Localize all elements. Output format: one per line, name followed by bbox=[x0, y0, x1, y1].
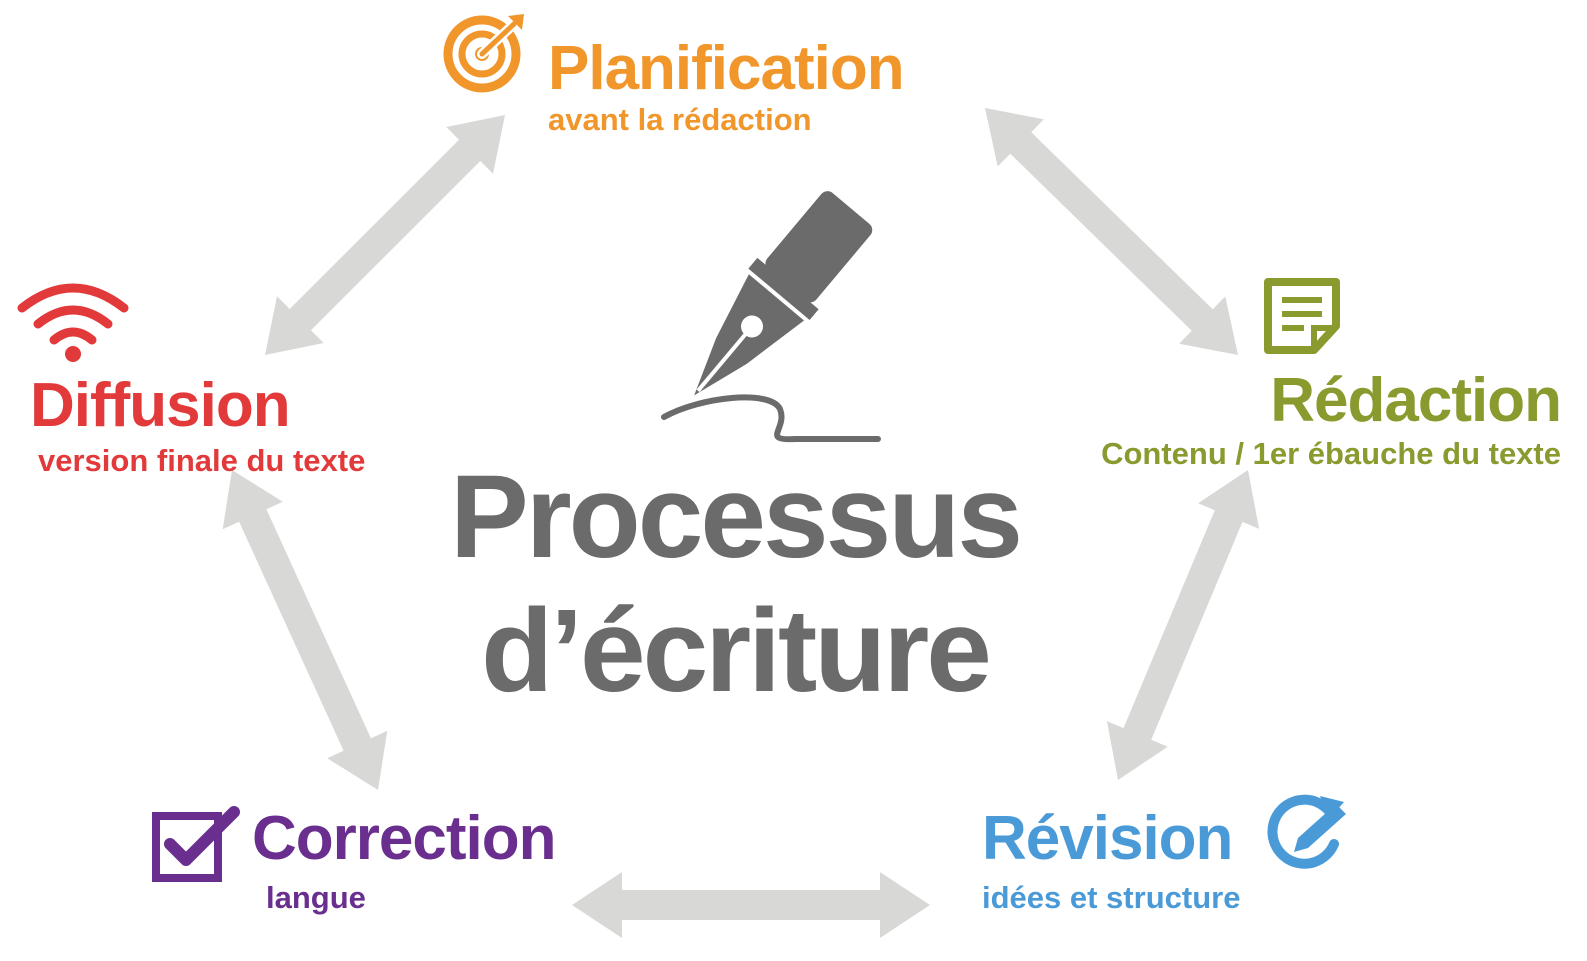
arrow-correction-diffusion bbox=[222, 470, 388, 790]
diffusion-title: Diffusion bbox=[30, 371, 291, 440]
planification-title: Planification bbox=[548, 34, 905, 103]
central-title-line2: d’écriture bbox=[481, 585, 992, 717]
arrow-redaction-revision bbox=[1106, 470, 1260, 780]
stage-correction: Correction langue bbox=[252, 804, 556, 915]
checkbox-icon bbox=[152, 806, 240, 882]
stage-redaction: Rédaction Contenu / 1er ébauche du texte bbox=[1101, 366, 1562, 471]
central-title: Processus d’écriture bbox=[435, 458, 1035, 710]
revision-subtitle: idées et structure bbox=[982, 880, 1241, 915]
arrow-planification-diffusion bbox=[265, 115, 505, 355]
target-icon bbox=[443, 14, 524, 93]
arrow-revision-correction bbox=[572, 872, 930, 938]
redaction-title: Rédaction bbox=[1270, 366, 1562, 435]
edit-cycle-icon bbox=[1267, 794, 1346, 869]
stage-revision: Révision idées et structure bbox=[982, 804, 1241, 915]
wifi-signal-icon bbox=[17, 283, 129, 362]
revision-title: Révision bbox=[982, 804, 1233, 873]
central-title-line1: Processus bbox=[450, 451, 1023, 583]
stage-diffusion: Diffusion version finale du texte bbox=[30, 371, 366, 478]
correction-title: Correction bbox=[252, 804, 556, 873]
planification-subtitle: avant la rédaction bbox=[548, 102, 812, 137]
diffusion-subtitle: version finale du texte bbox=[38, 443, 366, 478]
correction-subtitle: langue bbox=[266, 880, 366, 915]
fountain-pen-icon bbox=[661, 191, 881, 443]
arrow-planification-redaction bbox=[985, 108, 1238, 355]
stage-planification: Planification avant la rédaction bbox=[548, 34, 905, 137]
document-icon bbox=[1264, 278, 1340, 354]
redaction-subtitle: Contenu / 1er ébauche du texte bbox=[1101, 436, 1561, 471]
